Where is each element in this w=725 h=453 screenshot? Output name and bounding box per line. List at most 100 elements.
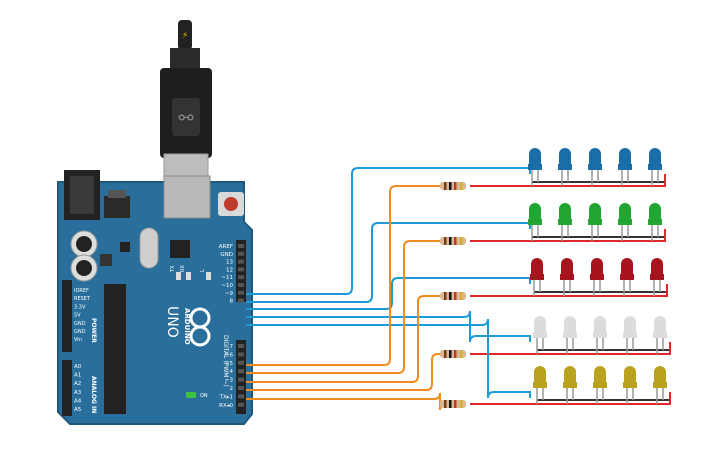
pin-label-bottom: ~6	[225, 352, 234, 358]
pwm-wire[interactable]	[246, 353, 440, 391]
led-green[interactable]	[589, 203, 601, 220]
pin-socket[interactable]	[238, 377, 244, 382]
led-yellow[interactable]	[654, 366, 666, 383]
led-green-rim	[528, 219, 542, 225]
led-blue-rim	[588, 164, 602, 170]
pin-socket[interactable]	[238, 369, 244, 374]
pin-label-bottom: 2	[230, 386, 234, 392]
led-anode-wire[interactable]	[470, 392, 671, 405]
led-blue[interactable]	[649, 148, 661, 165]
resistor-band	[454, 400, 457, 408]
pwm-wire[interactable]	[246, 295, 440, 383]
led-anode-wire[interactable]	[470, 284, 668, 297]
led-yellow[interactable]	[534, 366, 546, 383]
pin-socket[interactable]	[238, 360, 244, 365]
resistor-band	[460, 237, 463, 245]
pin-label-bottom: TX▸1	[219, 394, 233, 400]
resistor-band	[454, 350, 457, 358]
voltage-regulator	[104, 196, 130, 218]
pwm-wire[interactable]	[246, 185, 440, 366]
pin-socket[interactable]	[238, 352, 244, 357]
led-anode-wire[interactable]	[470, 229, 666, 242]
pin-socket[interactable]	[238, 251, 244, 256]
led-blue[interactable]	[589, 148, 601, 165]
resistor-band	[449, 237, 452, 245]
led-green[interactable]	[529, 203, 541, 220]
usb-cable[interactable]: ⚡ ⚯	[160, 20, 212, 191]
led-red-rim	[650, 274, 664, 280]
led-green[interactable]	[619, 203, 631, 220]
led-green[interactable]	[649, 203, 661, 220]
led-blue-rim	[618, 164, 632, 170]
led-red[interactable]	[651, 258, 663, 275]
led-yellow[interactable]	[624, 366, 636, 383]
pwm-wire[interactable]	[246, 392, 447, 411]
led-blue[interactable]	[529, 148, 541, 165]
usb-port	[163, 175, 211, 219]
led-red[interactable]	[591, 258, 603, 275]
signal-wire[interactable]	[246, 318, 531, 399]
signal-wire[interactable]	[246, 167, 531, 295]
pin-socket[interactable]	[238, 275, 244, 280]
pin-label-power: 3.3V	[74, 304, 86, 310]
arduino-logo: ARDUINO UNO	[164, 306, 211, 347]
led-blue[interactable]	[619, 148, 631, 165]
led-yellow[interactable]	[564, 366, 576, 383]
led-anode-wire[interactable]	[470, 342, 671, 355]
led-red-rim	[530, 274, 544, 280]
led-red[interactable]	[621, 258, 633, 275]
led-green[interactable]	[559, 203, 571, 220]
pwm-wire[interactable]	[246, 240, 440, 374]
led-yellow-rim	[563, 382, 577, 388]
crystal	[139, 227, 159, 269]
wires	[246, 167, 671, 411]
pin-label-analog: A0	[74, 364, 82, 370]
pin-socket[interactable]	[238, 298, 244, 303]
signal-wire[interactable]	[246, 222, 531, 303]
led-red-rim	[560, 274, 574, 280]
pin-socket[interactable]	[238, 402, 244, 407]
pin-label-power: Vin	[74, 337, 82, 343]
signal-wire[interactable]	[246, 310, 531, 343]
led-blue[interactable]	[559, 148, 571, 165]
pin-socket[interactable]	[238, 344, 244, 348]
resistor-band	[460, 350, 463, 358]
led-white[interactable]	[624, 316, 636, 333]
atmega-chip	[104, 284, 126, 414]
pin-label-top: 12	[226, 267, 233, 273]
analog-label: ANALOG IN	[90, 376, 97, 413]
led-red[interactable]	[561, 258, 573, 275]
power-label: POWER	[90, 318, 97, 343]
pin-label-analog: A1	[74, 373, 81, 379]
led-white[interactable]	[594, 316, 606, 333]
led-red[interactable]	[531, 258, 543, 275]
on-led	[186, 392, 196, 398]
pin-label-top: 8	[230, 299, 234, 305]
pin-label-bottom: RX◂0	[219, 403, 233, 409]
resistor-band	[449, 400, 452, 408]
led-white[interactable]	[564, 316, 576, 333]
resistor-band	[454, 182, 457, 190]
signal-wire[interactable]	[246, 277, 531, 310]
arduino-board[interactable]: TX RX L ARDUINO UNO ON DIGITAL (PWM ~) P…	[57, 170, 253, 425]
pin-socket[interactable]	[238, 267, 244, 272]
pin-socket[interactable]	[238, 386, 244, 390]
led-white[interactable]	[534, 316, 546, 333]
pin-socket[interactable]	[238, 244, 244, 248]
on-label: ON	[200, 393, 208, 399]
led-white-rim	[623, 332, 637, 338]
pin-socket[interactable]	[238, 290, 244, 295]
pin-socket[interactable]	[238, 283, 244, 287]
led-yellow[interactable]	[594, 366, 606, 383]
pin-label-analog: A4	[74, 398, 82, 404]
led-white[interactable]	[654, 316, 666, 333]
pin-socket[interactable]	[238, 259, 244, 264]
led-yellow-rim	[593, 382, 607, 388]
pin-socket[interactable]	[238, 394, 244, 399]
brand-label: ARDUINO	[183, 308, 191, 345]
led-array	[528, 148, 667, 404]
led-anode-wire[interactable]	[470, 174, 666, 187]
pin-label-power: IOREF	[74, 288, 89, 294]
pin-label-analog: A2	[74, 381, 81, 387]
